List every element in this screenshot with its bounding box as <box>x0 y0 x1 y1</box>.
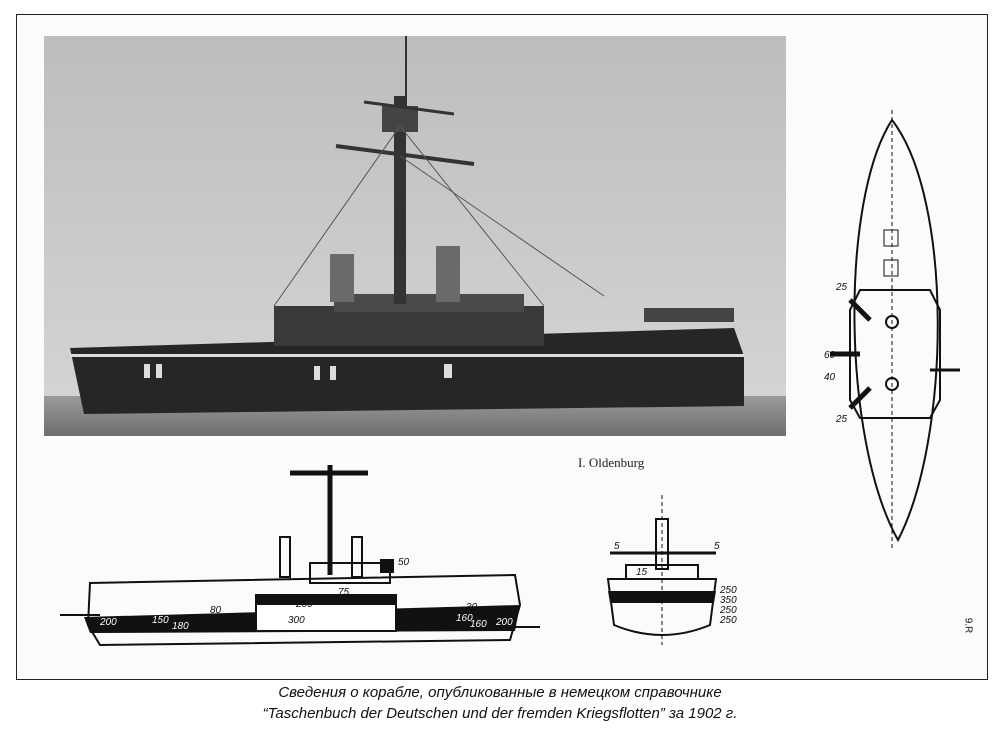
profile-label: 80 <box>210 605 222 616</box>
plan-label: 60 <box>824 350 836 361</box>
profile-label: 150 <box>152 615 169 626</box>
plan-view-drawing: 25 60 40 25 <box>820 110 980 550</box>
caption-line-2: “Taschenbuch der Deutschen und der fremd… <box>262 705 738 722</box>
profile-label: 180 <box>172 621 189 632</box>
side-profile-drawing: 50 75 200 300 80 30 200 150 180 160 160 … <box>60 455 540 655</box>
section-label: 350 <box>720 595 737 606</box>
section-label: 250 <box>719 605 737 616</box>
caption-line-1: Сведения о корабле, опубликованные в нем… <box>278 684 722 701</box>
section-label: 250 <box>719 615 737 626</box>
section-label: 5 <box>614 541 620 552</box>
profile-label: 160 <box>456 613 473 624</box>
page-mark: 9.R <box>962 617 974 634</box>
profile-label: 160 <box>470 619 487 630</box>
section-label: 250 <box>719 585 737 596</box>
profile-label: 200 <box>99 617 117 628</box>
cross-section-drawing: 5 5 15 250 350 250 250 <box>580 495 760 655</box>
profile-label: 30 <box>466 602 478 613</box>
profile-label: 200 <box>495 617 513 628</box>
profile-label: 50 <box>398 557 410 568</box>
profile-label: 75 <box>338 587 350 598</box>
profile-label: 300 <box>288 615 305 626</box>
photo-caption: I. Oldenburg <box>578 455 645 470</box>
profile-label: 200 <box>295 599 313 610</box>
plan-label: 25 <box>835 414 848 425</box>
plan-label: 40 <box>824 372 836 383</box>
section-label: 5 <box>714 541 720 552</box>
section-label: 15 <box>636 567 648 578</box>
ship-photograph <box>44 36 786 436</box>
plan-label: 25 <box>835 282 848 293</box>
